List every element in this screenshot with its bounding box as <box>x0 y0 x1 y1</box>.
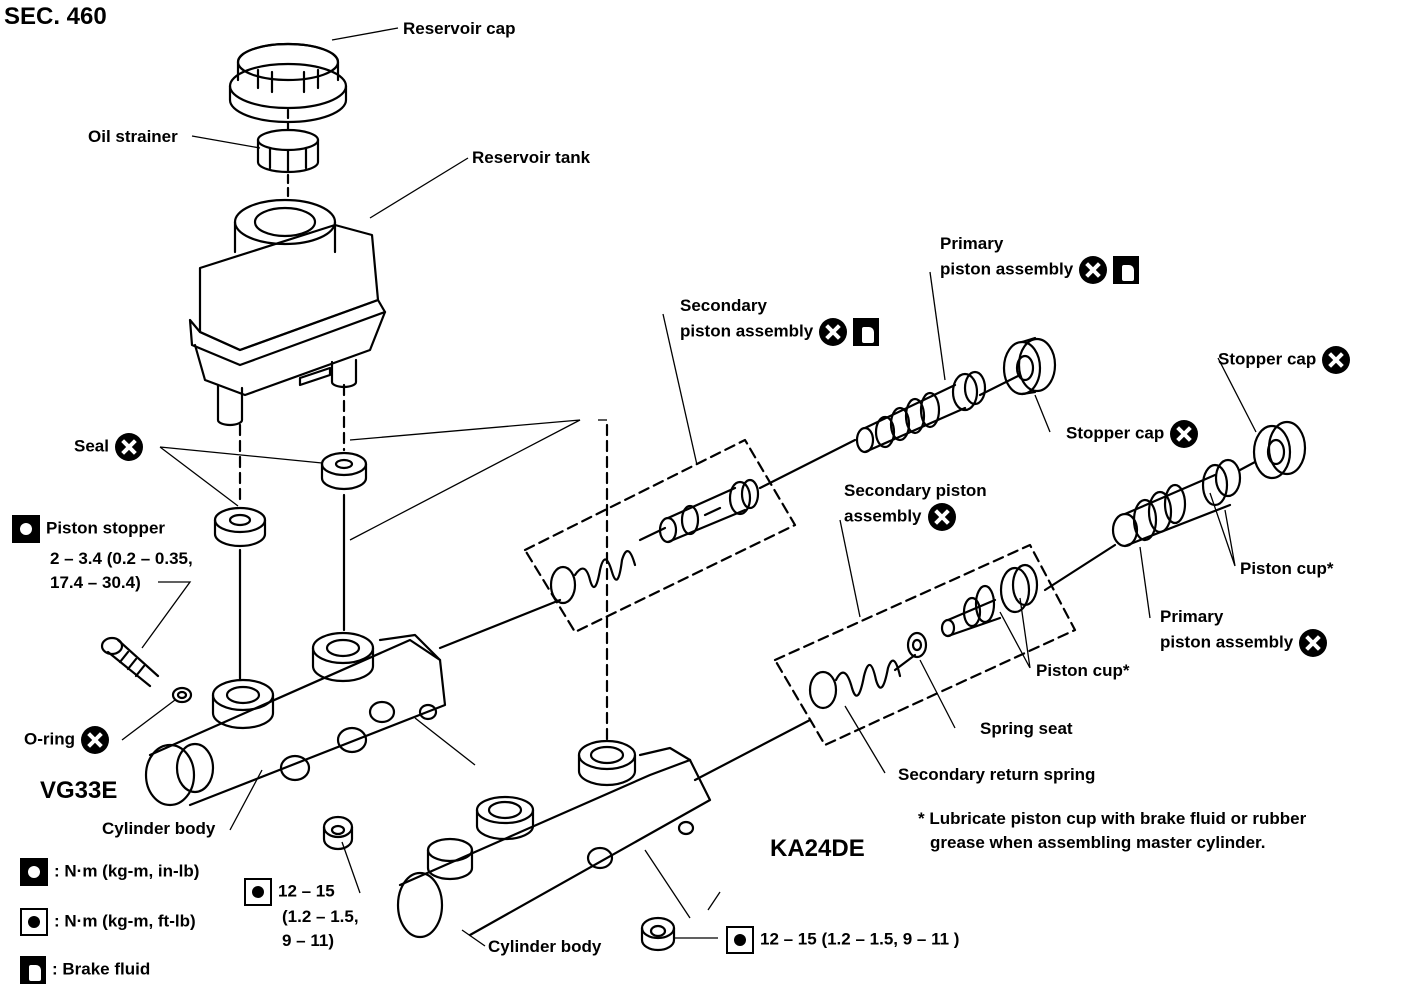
torque-in-lb-icon <box>20 858 48 886</box>
secondary-piston-vg <box>658 478 760 544</box>
torque-ft-lb-icon <box>244 878 272 906</box>
oil-strainer-part <box>256 128 320 174</box>
brake-fluid-icon <box>853 318 880 346</box>
spring-seat-label: Spring seat <box>980 719 1073 738</box>
x-circle-icon <box>81 726 109 754</box>
stopper-cap-ka <box>1252 420 1307 480</box>
seal-part-right <box>320 451 368 491</box>
bolt-right <box>640 916 676 952</box>
secondary-spring-vg <box>549 550 637 605</box>
brake-fluid-icon <box>1113 256 1140 284</box>
ka24de-cylinder-body <box>396 739 712 939</box>
section-number: SEC. 460 <box>4 3 107 30</box>
reservoir-tank-part <box>188 198 387 427</box>
piston-cup-mid-label: Piston cup* <box>1036 661 1130 680</box>
legend-nm-in-lb: : N·m (kg-m, in-lb) <box>20 858 199 886</box>
secondary-piston-label-1: Secondary <box>680 296 767 315</box>
vg33e-model-label: VG33E <box>40 777 118 804</box>
x-circle-icon <box>1322 346 1351 374</box>
piston-stopper-label: Piston stopper <box>12 515 165 543</box>
legend-brake-fluid: : Brake fluid <box>20 956 150 984</box>
stopper-cap-vg <box>1002 336 1057 396</box>
torque-left-label-1: 12 – 15 <box>244 878 335 906</box>
secondary-piston-ka-label-2: assembly <box>844 503 956 531</box>
brake-fluid-icon <box>20 956 46 984</box>
torque-in-lb-icon <box>12 515 40 543</box>
primary-piston-label-2: piston assembly <box>940 256 1140 284</box>
secondary-piston-ka <box>940 563 1039 638</box>
torque-left-label-3: 9 – 11) <box>282 931 334 950</box>
x-circle-icon <box>114 433 143 461</box>
piston-stopper-torque-2: 17.4 – 30.4) <box>50 573 141 592</box>
cylinder-body-right-label: Cylinder body <box>488 937 602 956</box>
secondary-piston-ka-label-1: Secondary piston <box>844 481 987 500</box>
secondary-return-spring-label: Secondary return spring <box>898 765 1096 784</box>
primary-piston-ka-label-1: Primary <box>1160 607 1224 626</box>
reservoir-tank-label: Reservoir tank <box>472 148 591 167</box>
torque-right-label: 12 – 15 (1.2 – 1.5, 9 – 11 ) <box>726 926 959 954</box>
seal-label: Seal <box>74 433 143 461</box>
torque-left-label-2: (1.2 – 1.5, <box>282 907 359 926</box>
seal-part-left <box>213 506 267 548</box>
primary-piston-vg <box>855 370 987 454</box>
x-circle-icon <box>1299 629 1328 657</box>
x-circle-icon <box>819 318 848 346</box>
ka24de-model-label: KA24DE <box>770 835 865 862</box>
vg33e-cylinder-body <box>144 631 447 807</box>
primary-piston-ka <box>1111 458 1242 548</box>
primary-piston-label-1: Primary <box>940 234 1004 253</box>
torque-ft-lb-icon <box>726 926 754 954</box>
piston-cup-right-label: Piston cup* <box>1240 559 1334 578</box>
piston-stopper-torque-1: 2 – 3.4 (0.2 – 0.35, <box>50 549 193 568</box>
secondary-piston-label-2: piston assembly <box>680 318 880 346</box>
o-ring-label: O-ring <box>24 726 109 754</box>
spring-seat-part <box>906 631 928 659</box>
piston-stopper-bolt <box>100 636 160 688</box>
lubricate-note-2: grease when assembling master cylinder. <box>930 833 1266 852</box>
x-circle-icon <box>927 503 956 531</box>
oil-strainer-label: Oil strainer <box>88 127 178 146</box>
x-circle-icon <box>1170 420 1199 448</box>
torque-ft-lb-icon <box>20 908 48 936</box>
lubricate-note-1: * Lubricate piston cup with brake fluid … <box>918 809 1307 828</box>
primary-piston-ka-label-2: piston assembly <box>1160 629 1328 657</box>
cylinder-body-left-label: Cylinder body <box>102 819 216 838</box>
legend-nm-ft-lb: : N·m (kg-m, ft-lb) <box>20 908 196 936</box>
stopper-cap-right-label: Stopper cap <box>1218 346 1351 374</box>
stopper-cap-mid-label: Stopper cap <box>1066 420 1199 448</box>
secondary-spring-ka <box>808 659 902 710</box>
reservoir-cap-label: Reservoir cap <box>403 19 516 38</box>
x-circle-icon <box>1079 256 1108 284</box>
bolt-left <box>322 815 354 851</box>
